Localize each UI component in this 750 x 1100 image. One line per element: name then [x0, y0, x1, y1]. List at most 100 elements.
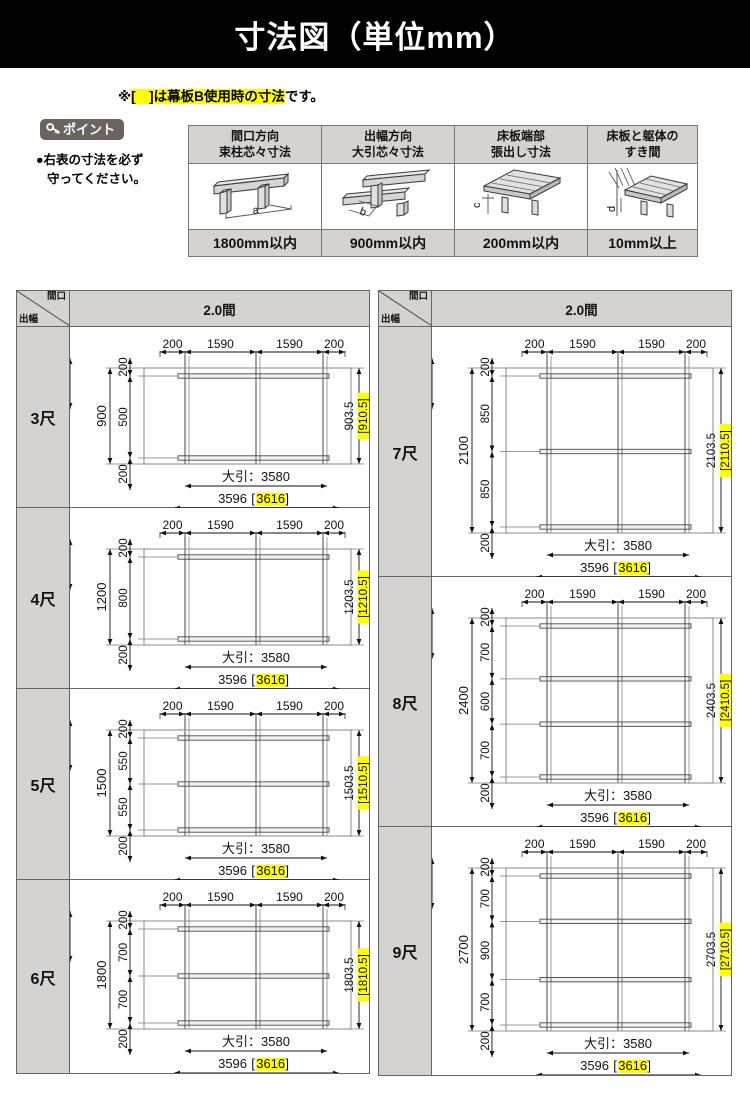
spec-header-0-line1: 間口方向: [230, 129, 279, 143]
svg-text:]: ]: [285, 1056, 289, 1071]
row-label-6尺: 6尺: [17, 880, 70, 1073]
note-highlighted-text: [ ]は幕板B使用時の寸法: [131, 89, 285, 104]
svg-text:2103.5: 2103.5: [706, 433, 718, 468]
svg-text:200: 200: [162, 337, 182, 351]
svg-text:3596: 3596: [218, 672, 247, 687]
svg-text:700: 700: [480, 741, 492, 760]
svg-text:]: ]: [285, 672, 289, 687]
svg-text:大引：3580: 大引：3580: [222, 650, 290, 665]
point-instruction: ●右表の寸法を必ず 守ってください。: [36, 151, 146, 189]
svg-text:200: 200: [480, 857, 492, 876]
dimension-table-left-header: 間口 出幅 2.0間: [17, 291, 369, 327]
svg-text:]: ]: [285, 863, 289, 878]
spec-icon-1-label: b: [358, 206, 368, 219]
svg-text:800: 800: [118, 588, 130, 607]
note-suffix: です。: [284, 89, 325, 104]
svg-text:3616: 3616: [256, 863, 285, 878]
point-section: ポイント ●右表の寸法を必ず 守ってください。 間口方向 束柱芯々寸法 出幅方向…: [0, 119, 750, 258]
svg-text:大引：3580: 大引：3580: [222, 841, 290, 856]
svg-text:[: [: [251, 863, 255, 878]
svg-text:1590: 1590: [276, 518, 303, 532]
spec-value-2: 200mm以内: [454, 229, 588, 258]
svg-text:1503.5: 1503.5: [344, 765, 356, 800]
svg-text:3616: 3616: [618, 810, 647, 825]
svg-text:大引：3580: 大引：3580: [584, 538, 652, 553]
svg-text:200: 200: [480, 533, 492, 552]
svg-text:900: 900: [480, 941, 492, 960]
svg-text:3616: 3616: [256, 1056, 285, 1071]
spec-header-cell-3: 床板と躯体の すき間: [587, 124, 698, 165]
bracket-note: ※[ ]は幕板B使用時の寸法です。: [0, 85, 750, 105]
span-header-left: 2.0間: [70, 291, 369, 326]
spec-header-1-line2: 大引芯々寸法: [351, 144, 424, 159]
svg-text:500: 500: [118, 407, 130, 426]
svg-text:3616: 3616: [618, 560, 647, 575]
spec-icon-3-label: d: [606, 206, 618, 212]
deck-overhang-icon: c: [471, 169, 562, 216]
spec-icon-0-label: a: [252, 204, 261, 217]
svg-text:200: 200: [118, 538, 130, 557]
key-icon: [46, 122, 61, 136]
svg-text:200: 200: [324, 518, 344, 532]
svg-text:3596: 3596: [218, 491, 247, 506]
row-label-4尺: 4尺: [17, 508, 70, 688]
corner-label-maguchi-right: 間口: [408, 291, 428, 302]
spec-requirements-table: 間口方向 束柱芯々寸法 出幅方向 大引芯々寸法 床板端部 張出し寸法 床板と躯体…: [188, 124, 698, 258]
point-line-1: ●右表の寸法を必ず: [36, 153, 144, 167]
svg-text:3616: 3616: [256, 672, 285, 687]
row-label-5尺: 5尺: [17, 689, 70, 879]
svg-text:]: ]: [647, 1058, 651, 1073]
svg-text:1590: 1590: [638, 587, 665, 601]
spec-icon-2-label: c: [471, 202, 483, 208]
svg-text:1800: 1800: [94, 961, 109, 990]
svg-text:大引：3580: 大引：3580: [584, 788, 652, 803]
spec-header-0-line2: 束柱芯々寸法: [218, 144, 291, 159]
spec-header-1-line1: 出幅方向: [363, 129, 412, 143]
svg-text:大引：3580: 大引：3580: [584, 1036, 652, 1051]
svg-text:[: [: [613, 810, 617, 825]
point-line-2: 守ってください。: [47, 171, 147, 186]
svg-text:1590: 1590: [276, 890, 303, 904]
corner-label-dehaba-right: 出幅: [381, 313, 401, 325]
svg-text:200: 200: [162, 518, 182, 532]
spec-header-2-line1: 床板端部: [496, 129, 545, 143]
svg-text:3596: 3596: [218, 863, 247, 878]
spec-value-row: 1800mm以内 900mm以内 200mm以内 10mm以上: [188, 229, 698, 258]
svg-text:1803.5: 1803.5: [344, 957, 356, 992]
svg-text:903.5: 903.5: [344, 402, 356, 431]
svg-text:1590: 1590: [207, 337, 234, 351]
spec-value-1: 900mm以内: [321, 229, 455, 258]
svg-text:]: ]: [647, 560, 651, 575]
spec-header-2-line2: 張出し寸法: [490, 144, 551, 159]
diagonal-divider-icon: [379, 291, 432, 326]
svg-text:600: 600: [480, 692, 492, 711]
svg-text:200: 200: [480, 357, 492, 376]
svg-text:3616: 3616: [618, 1058, 647, 1073]
svg-text:700: 700: [480, 643, 492, 662]
svg-text:]: ]: [285, 491, 289, 506]
svg-text:200: 200: [524, 337, 544, 351]
page-title: 寸法図（単位mm）: [234, 19, 516, 55]
spec-header-3-line1: 床板と躯体の: [606, 129, 679, 143]
svg-text:1500: 1500: [94, 769, 109, 798]
svg-text:200: 200: [162, 699, 182, 713]
spec-header-cell-0: 間口方向 束柱芯々寸法: [188, 124, 322, 165]
svg-text:[: [: [251, 672, 255, 687]
svg-text:1200: 1200: [94, 583, 109, 612]
svg-text:200: 200: [118, 645, 130, 664]
svg-text:[1810.5]: [1810.5]: [358, 954, 369, 996]
svg-text:2400: 2400: [456, 686, 471, 715]
svg-text:850: 850: [480, 404, 492, 423]
svg-text:700: 700: [118, 943, 130, 962]
corner-header-cell-left: 間口 出幅: [17, 291, 70, 326]
row-label-8尺: 8尺: [379, 577, 432, 826]
svg-text:1590: 1590: [638, 337, 665, 351]
svg-text:1590: 1590: [569, 587, 596, 601]
